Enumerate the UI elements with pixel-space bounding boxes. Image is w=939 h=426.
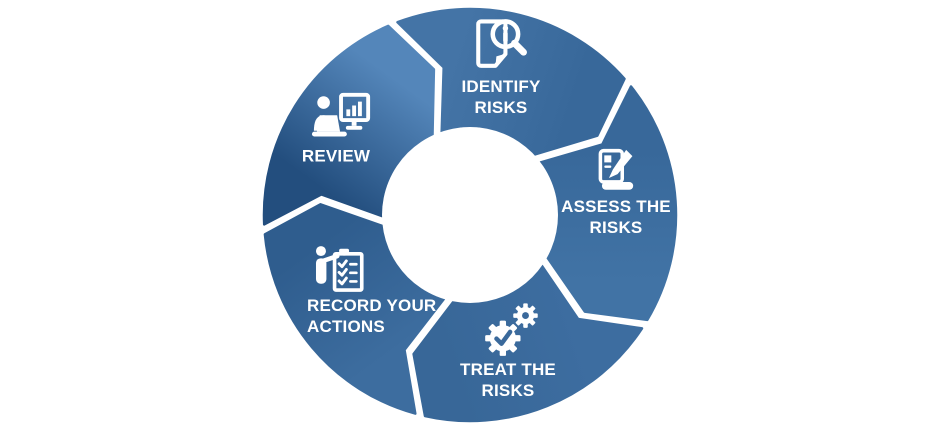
segment-label-record-your-actions: RECORD YOUR ACTIONS [307, 296, 437, 336]
center-hole [382, 127, 558, 303]
segment-label-treat-the-risks: TREAT THE RISKS [460, 360, 556, 400]
segment-review [262, 24, 436, 226]
segment-label-identify-risks: IDENTIFY RISKS [461, 77, 541, 117]
segment-label-review: REVIEW [301, 146, 371, 166]
cycle-segments-group [262, 7, 678, 423]
segment-treat-the-risks [412, 264, 644, 423]
segment-label-assess-the-risks: ASSESS THE RISKS [561, 197, 671, 237]
